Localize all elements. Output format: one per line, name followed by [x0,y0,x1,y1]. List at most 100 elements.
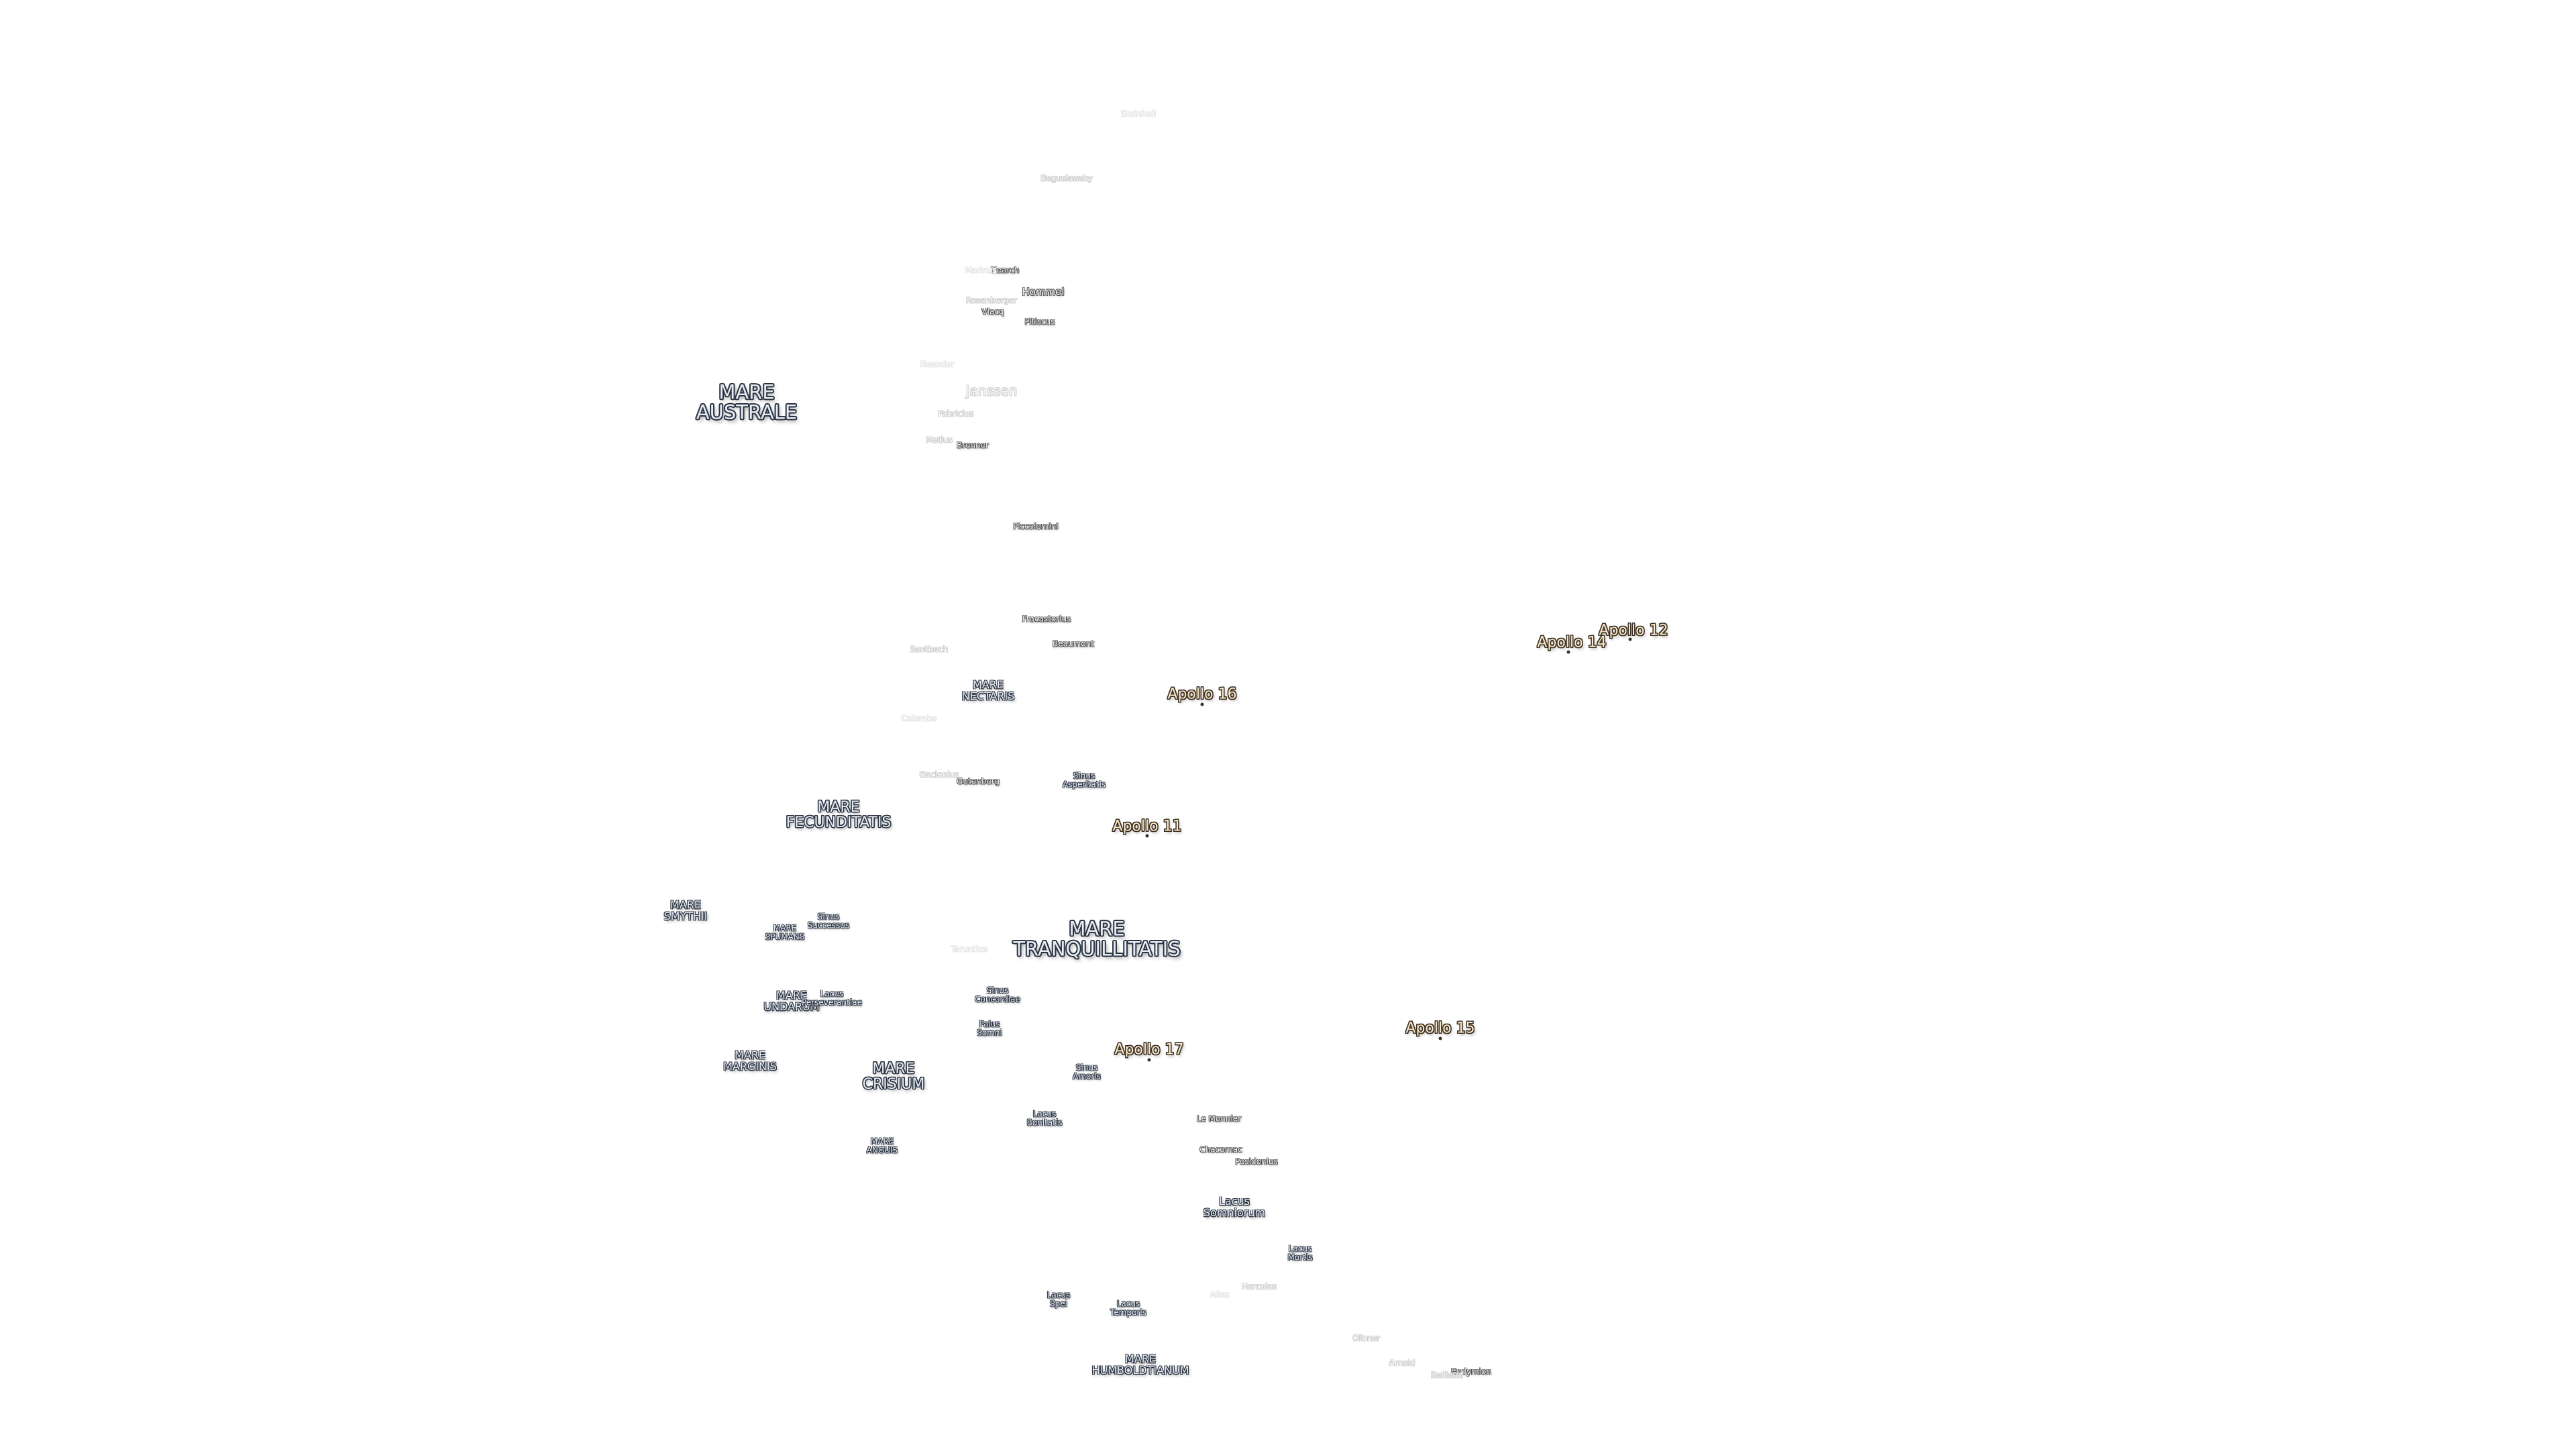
label-line: Lacus [1288,1244,1312,1254]
label-crater-vlacq[interactable]: Vlacq [981,307,1004,317]
label-sinus-asperitatis[interactable]: Sinus Asperitatis [1063,771,1106,788]
label-line: FECUNDITATIS [786,814,892,831]
label-crater-endymion[interactable]: Endymion [1451,1366,1491,1377]
label-line: TRANQUILLITATIS [1013,938,1181,961]
label-line: Somni [977,1028,1002,1037]
label-crater-janssen[interactable]: Janssen [966,384,1018,398]
label-mare-australe[interactable]: MARE AUSTRALE [696,382,797,423]
label-line: Somniorum [1203,1206,1266,1219]
label-line: HUMBOLDTIANUM [1091,1364,1189,1377]
label-line: Lacus [1116,1299,1140,1309]
label-crater-pitiscus[interactable]: Pitiscus [1024,317,1055,327]
label-crater-chacornac[interactable]: Chacornac [1199,1145,1242,1155]
label-line: ANGUIS [866,1145,898,1155]
label-crater-faint-1[interactable]: Marinus [965,266,996,275]
apollo-14-site-marker[interactable] [1566,650,1570,654]
label-text: Fracastorius [1022,614,1071,624]
label-lacus-mortis[interactable]: Lacus Mortis [1288,1244,1313,1261]
label-lacus-perseverantiae[interactable]: Lacus Perseverantiae [802,989,862,1006]
label-sinus-successus[interactable]: Sinus Successus [808,912,849,929]
label-crater-atlas[interactable]: Atlas [1210,1289,1230,1299]
label-crater-rosenberger[interactable]: Rosenberger [966,296,1017,305]
label-text: Colombo [901,713,937,723]
label-line: MARE [1125,1352,1156,1366]
label-line: Perseverantiae [802,998,862,1007]
label-line: MARGINIS [723,1060,777,1073]
label-text: Janssen [965,382,1018,399]
label-mare-tranquillitatis[interactable]: MARE TRANQUILLITATIS [1013,917,1181,961]
label-text: Atlas [1210,1289,1230,1299]
label-crater-faint-3[interactable]: Colombo [901,714,936,723]
label-crater-faint-6[interactable]: Neander [920,360,954,369]
label-line: Spei [1050,1299,1067,1308]
label-line: MARE [1069,917,1125,941]
label-line: Lacus [1032,1109,1057,1119]
label-crater-oltmer[interactable]: Oltmer [1352,1334,1381,1343]
label-crater-nearch[interactable]: Nearch [991,266,1020,275]
label-mare-marginis[interactable]: MARE MARGINIS [723,1049,777,1073]
label-apollo-14[interactable]: Apollo 14 [1537,635,1606,650]
apollo-11-site-marker[interactable] [1145,834,1149,838]
apollo-16-site-marker[interactable] [1200,702,1204,706]
label-crater-arnold[interactable]: Arnold [1389,1358,1415,1368]
label-lacus-temporis[interactable]: Lacus Temporis [1110,1299,1146,1316]
label-mare-spumans[interactable]: MARE SPUMANS [765,924,805,941]
label-text: Apollo 16 [1167,686,1237,703]
label-line: Lacus [1046,1290,1071,1300]
label-line: Bonitatis [1026,1118,1063,1127]
label-crater-metius[interactable]: Metius [926,435,953,445]
label-text: Posidonius [1235,1157,1278,1167]
label-apollo-16[interactable]: Apollo 16 [1167,686,1236,702]
label-lacus-somniorum[interactable]: Lacus Somniorum [1203,1195,1266,1219]
label-crater-piccolomini[interactable]: Piccolomini [1013,521,1059,531]
label-apollo-11[interactable]: Apollo 11 [1112,818,1181,834]
label-crater-gutenberg[interactable]: Gutenberg [957,777,1000,786]
label-crater-beaumont[interactable]: Beaumont [1053,639,1094,649]
label-text: Nearch [990,265,1020,275]
label-crater-faint-2[interactable]: Santbech [910,645,948,654]
label-crater-hercules[interactable]: Hercules [1242,1282,1277,1291]
label-apollo-12[interactable]: Apollo 12 [1599,623,1668,638]
label-text: Santbech [910,644,949,654]
label-mare-smythii[interactable]: MARE SMYTHII [664,898,708,922]
label-lacus-bonitatis[interactable]: Lacus Bonitatis [1027,1110,1063,1126]
label-mare-undarum[interactable]: MARE UNDARUM [763,989,819,1013]
label-crater-baillaud[interactable]: Baillaud [1431,1371,1463,1380]
label-mare-anguis[interactable]: MARE ANGUIS [867,1137,898,1154]
label-line: MARE [973,678,1004,692]
label-text: Hommel [1022,286,1065,299]
label-line: Successus [807,920,850,930]
label-text: Piccolomini [1013,521,1059,531]
apollo-15-site-marker[interactable] [1438,1036,1442,1040]
label-apollo-15[interactable]: Apollo 15 [1405,1020,1474,1036]
label-crater-hommel[interactable]: Hommel [1022,286,1065,299]
apollo-17-site-marker[interactable] [1147,1058,1151,1062]
label-mare-humboldtianum[interactable]: MARE HUMBOLDTIANUM [1091,1352,1189,1377]
label-crater-le-monnier[interactable]: Le Monnier [1197,1114,1241,1124]
label-crater-fracastorius[interactable]: Fracastorius [1022,614,1071,624]
label-sinus-amoris[interactable]: Sinus Amoris [1073,1063,1101,1080]
label-crater-faint-5[interactable]: Taruntius [951,945,988,954]
label-crater-steinheil[interactable]: Steinheil [1121,109,1156,119]
label-crater-boguslawsky[interactable]: Boguslawsky [1040,174,1092,183]
label-crater-brenner[interactable]: Brenner [957,441,989,450]
label-text: Apollo 11 [1112,818,1182,835]
apollo-12-site-marker[interactable] [1628,637,1632,641]
label-line: MARE [670,898,701,912]
label-crater-faint-4[interactable]: Goclenius [920,770,959,780]
label-line: Sinus [817,912,840,922]
label-line: Sinus [1075,1063,1098,1073]
label-crater-fabricius[interactable]: Fabricius [938,409,974,419]
label-apollo-17[interactable]: Apollo 17 [1114,1042,1183,1057]
label-lacus-spei[interactable]: Lacus Spei [1047,1291,1071,1307]
label-sinus-concordiae[interactable]: Sinus Concordiae [975,986,1020,1003]
label-text: Endymion [1451,1366,1491,1377]
label-mare-fecunditatis[interactable]: MARE FECUNDITATIS [786,800,892,830]
label-line: Lacus [1219,1195,1250,1208]
label-line: Sinus [986,985,1009,996]
label-mare-crisium[interactable]: MARE CRISIUM [863,1061,925,1092]
label-crater-posidonius[interactable]: Posidonius [1235,1157,1278,1167]
label-mare-nectaris[interactable]: MARE NECTARIS [962,678,1015,702]
label-palus-somni[interactable]: Palus Somni [977,1020,1002,1036]
